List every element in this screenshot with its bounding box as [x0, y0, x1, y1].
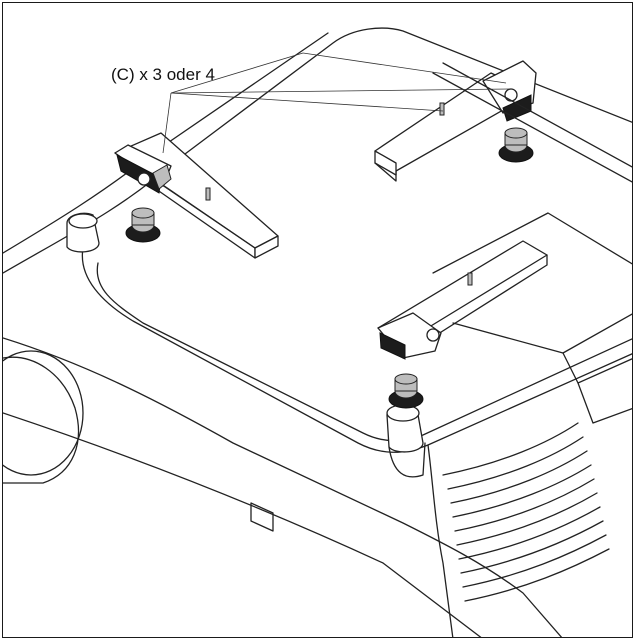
mounting-bracket: [114, 132, 279, 259]
projector-body: [3, 27, 632, 637]
feet: [66, 212, 426, 478]
mounting-bracket: [377, 240, 548, 360]
label-slot: [250, 502, 274, 532]
screw-holes: [125, 127, 534, 409]
panel-plate: [432, 212, 632, 424]
mounting-bracket: [374, 60, 632, 183]
projector-bracket-drawing: [3, 27, 632, 637]
lens-housing: [3, 350, 84, 484]
callout-label: (C) x 3 oder 4: [111, 65, 215, 84]
callout-leaders: [162, 52, 510, 154]
vent-grille: [442, 422, 610, 602]
